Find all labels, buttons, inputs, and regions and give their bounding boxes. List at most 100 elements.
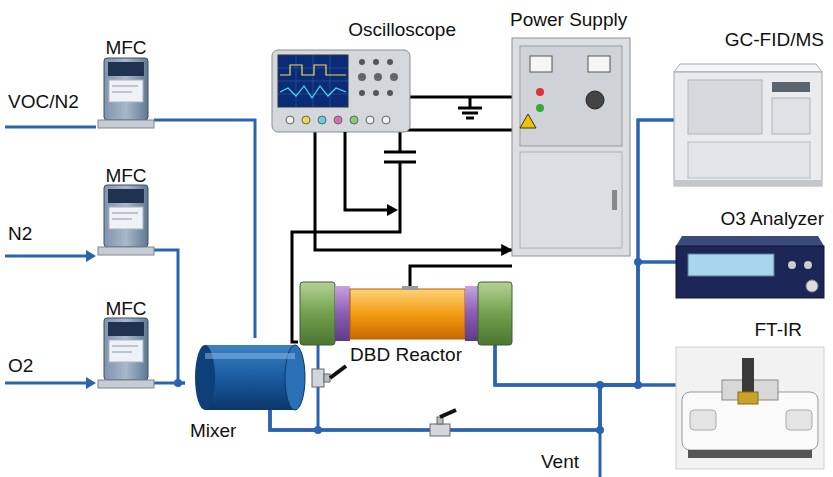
gc-instrument	[772, 82, 810, 92]
mfc-device	[98, 185, 154, 255]
equipment-label: GC-FID/MS	[725, 30, 824, 51]
oscilloscope-device	[387, 90, 393, 96]
oscilloscope-device	[387, 59, 393, 65]
ftir-instrument	[676, 347, 824, 469]
oscilloscope-device	[358, 73, 366, 81]
oscilloscope-device	[334, 116, 342, 124]
capacitor-symbol	[384, 161, 416, 164]
gc-instrument	[688, 80, 762, 134]
gc-instrument	[674, 64, 822, 186]
oscilloscope-device	[286, 116, 294, 124]
equipment-node: Power Supply	[505, 8, 655, 260]
ftir-instrument	[690, 410, 716, 430]
gas-inlet-line	[5, 127, 96, 389]
oscilloscope-device	[280, 65, 346, 75]
power-supply-cabinet	[512, 38, 630, 256]
power-supply-cabinet	[520, 114, 536, 128]
power-supply-cabinet	[530, 56, 552, 72]
equipment-label: Power Supply	[510, 10, 627, 31]
oscilloscope-device	[373, 59, 379, 65]
oscilloscope-device	[359, 90, 365, 96]
junction-dot	[174, 258, 642, 434]
gc-instrument	[674, 72, 822, 186]
junction-dot	[634, 381, 642, 389]
ground-symbol	[458, 97, 482, 118]
mfc-device	[112, 86, 138, 87]
probe-wire	[345, 132, 398, 216]
mfc-device	[109, 340, 143, 362]
oscilloscope-device	[280, 86, 346, 98]
valve	[330, 366, 346, 378]
ozone-analyzer	[804, 261, 812, 269]
stream-label: VOC/N2	[8, 92, 79, 113]
oscilloscope-device	[278, 55, 348, 107]
gas-inlet-line	[86, 250, 96, 262]
oscilloscope-device	[296, 55, 297, 107]
valve	[312, 366, 346, 387]
gas-inlet-line	[5, 382, 88, 385]
ozone-analyzer	[676, 246, 824, 298]
oscilloscope-device	[374, 73, 382, 81]
gc-instrument	[674, 64, 822, 72]
gas-line	[495, 345, 676, 385]
mfc-device	[108, 62, 144, 76]
mfc-device	[112, 219, 132, 220]
stream-label: Vent	[541, 452, 579, 473]
ground-symbol	[458, 107, 482, 110]
mfc-device	[98, 247, 154, 255]
oscilloscope-device	[318, 116, 326, 124]
equipment-label: MFC	[105, 166, 146, 187]
gas-inlet-line	[86, 377, 96, 389]
oscilloscope-device	[350, 116, 358, 124]
ozone-analyzer	[806, 280, 818, 292]
mfc-device	[112, 213, 138, 214]
dbd-reactor-tube	[350, 289, 465, 339]
oscilloscope-device	[272, 50, 410, 132]
equipment-label: MFC	[105, 299, 146, 320]
equipment-node: Oscilloscope	[268, 18, 460, 136]
ftir-instrument	[738, 392, 758, 404]
equipment-label: Mixer	[190, 421, 236, 442]
oscilloscope-device	[313, 55, 314, 107]
oscilloscope-device	[359, 59, 365, 65]
ground-symbol	[469, 97, 472, 108]
mixer-cylinder	[205, 353, 295, 359]
ozone-analyzer	[688, 254, 774, 276]
power-supply-cabinet	[536, 88, 544, 96]
dbd-reactor-tube	[300, 282, 512, 345]
gas-line	[270, 385, 676, 430]
oscilloscope-device	[373, 90, 379, 96]
mfc-device	[112, 352, 132, 353]
gc-instrument	[688, 142, 810, 178]
equipment-node: MFC	[96, 36, 156, 131]
dbd-reactor-tube	[300, 282, 335, 345]
dbd-reactor-tube	[335, 286, 350, 341]
power-supply-cabinet	[520, 46, 622, 146]
ground-symbol	[462, 112, 478, 115]
equipment-node: DBD Reactor	[298, 278, 514, 368]
ground-symbol	[466, 117, 474, 120]
gc-instrument	[674, 180, 822, 186]
mfc-device	[98, 58, 154, 128]
power-supply-cabinet	[512, 38, 630, 256]
gas-line	[154, 120, 255, 338]
mfc-device	[98, 380, 154, 388]
stream-label: N2	[8, 224, 32, 245]
probe-wire	[387, 204, 398, 216]
stream-label: O2	[8, 356, 33, 377]
junction-dot	[596, 426, 604, 434]
gas-line	[495, 262, 676, 385]
oscilloscope-device	[382, 116, 390, 124]
dbd-reactor-tube	[465, 286, 478, 341]
mfc-device	[104, 58, 148, 120]
mfc-device	[112, 346, 138, 347]
equipment-node: GC-FID/MS	[665, 28, 828, 190]
equipment-node: O3 Analyzer	[670, 207, 828, 303]
equipment-label: O3 Analyzer	[721, 209, 825, 230]
mfc-device	[112, 92, 132, 93]
power-supply-cabinet	[586, 91, 604, 109]
junction-dot	[596, 381, 604, 389]
valve	[440, 410, 456, 417]
oscilloscope-device	[330, 55, 331, 107]
